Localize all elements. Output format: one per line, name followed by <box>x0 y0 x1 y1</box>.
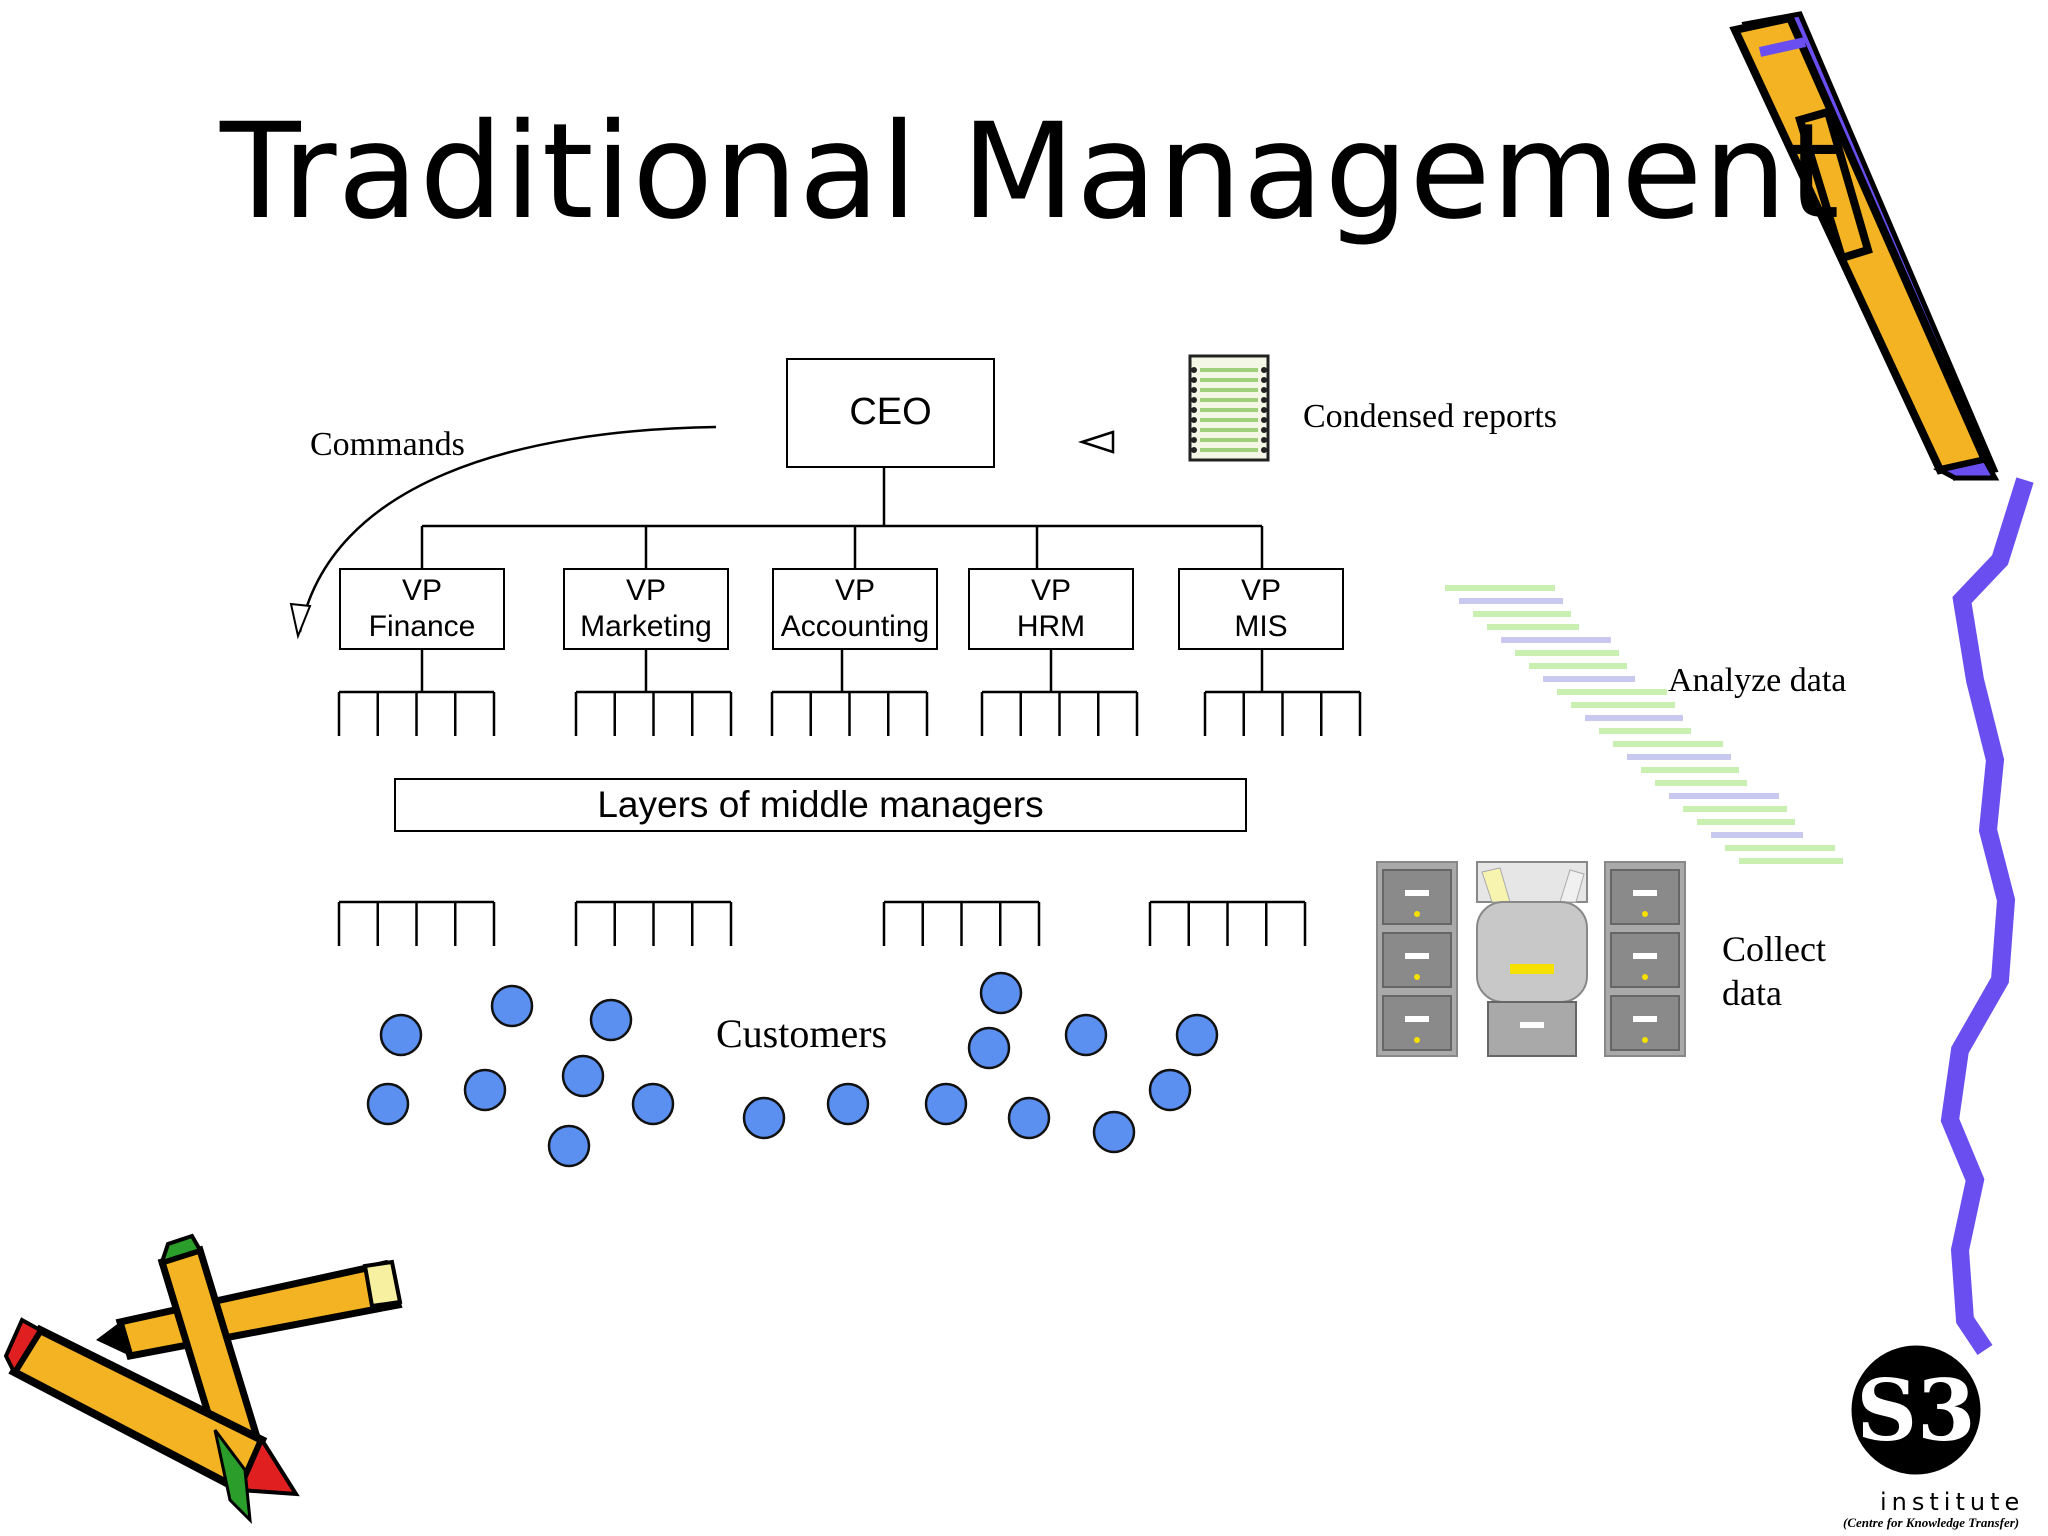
customer-dots <box>366 971 1219 1168</box>
filing-cabinets-icon <box>1376 861 1686 1057</box>
commands-label: Commands <box>310 426 465 463</box>
vp-box-marketing: VP Marketing <box>563 568 729 650</box>
lower-manager-combs <box>337 900 1307 946</box>
vp-dept: Marketing <box>580 610 712 643</box>
vp-box-hrm: VP HRM <box>968 568 1134 650</box>
vp-title: VP <box>834 574 876 607</box>
crossed-pencils-icon <box>3 1233 403 1525</box>
logo-name: institute <box>1880 1488 2025 1516</box>
vp-title: VP <box>401 574 443 607</box>
collect-label-line1: Collect <box>1722 929 1826 969</box>
analyze-data-label: Analyze data <box>1668 662 1847 699</box>
purple-squiggle <box>1940 477 2034 1355</box>
org-connectors <box>420 468 1264 568</box>
middle-managers-box: Layers of middle managers <box>394 778 1247 832</box>
upper-manager-combs <box>337 650 1362 736</box>
commands-arrow <box>298 425 717 633</box>
vp-box-mis: VP MIS <box>1178 568 1344 650</box>
vp-dept: Accounting <box>780 610 930 643</box>
vp-box-accounting: VP Accounting <box>772 568 938 650</box>
logo-mark: S3 <box>1856 1361 1975 1460</box>
condensed-reports-label: Condensed reports <box>1303 398 1558 435</box>
report-arrowhead <box>1077 430 1115 454</box>
collect-label-line2: data <box>1722 973 1782 1013</box>
commands-arrowhead <box>289 602 312 640</box>
vp-title: VP <box>1030 574 1072 607</box>
slide-title: Traditional Management <box>220 95 1841 249</box>
customers-label: Customers <box>716 1011 888 1056</box>
vp-dept: HRM <box>1016 610 1086 643</box>
vp-dept: MIS <box>1234 610 1288 643</box>
s3-logo-icon: S3 <box>1848 1342 1984 1478</box>
analyze-data-icon <box>1445 585 1843 864</box>
ceo-box: CEO <box>786 358 995 468</box>
vp-title: VP <box>625 574 667 607</box>
vp-box-finance: VP Finance <box>339 568 505 650</box>
pencil-top-right-icon <box>1729 11 2000 481</box>
vp-dept: Finance <box>368 610 476 643</box>
logo-tagline: (Centre for Knowledge Transfer) <box>1843 1515 2020 1530</box>
vp-title: VP <box>1240 574 1282 607</box>
report-stack-icon <box>1188 354 1270 462</box>
